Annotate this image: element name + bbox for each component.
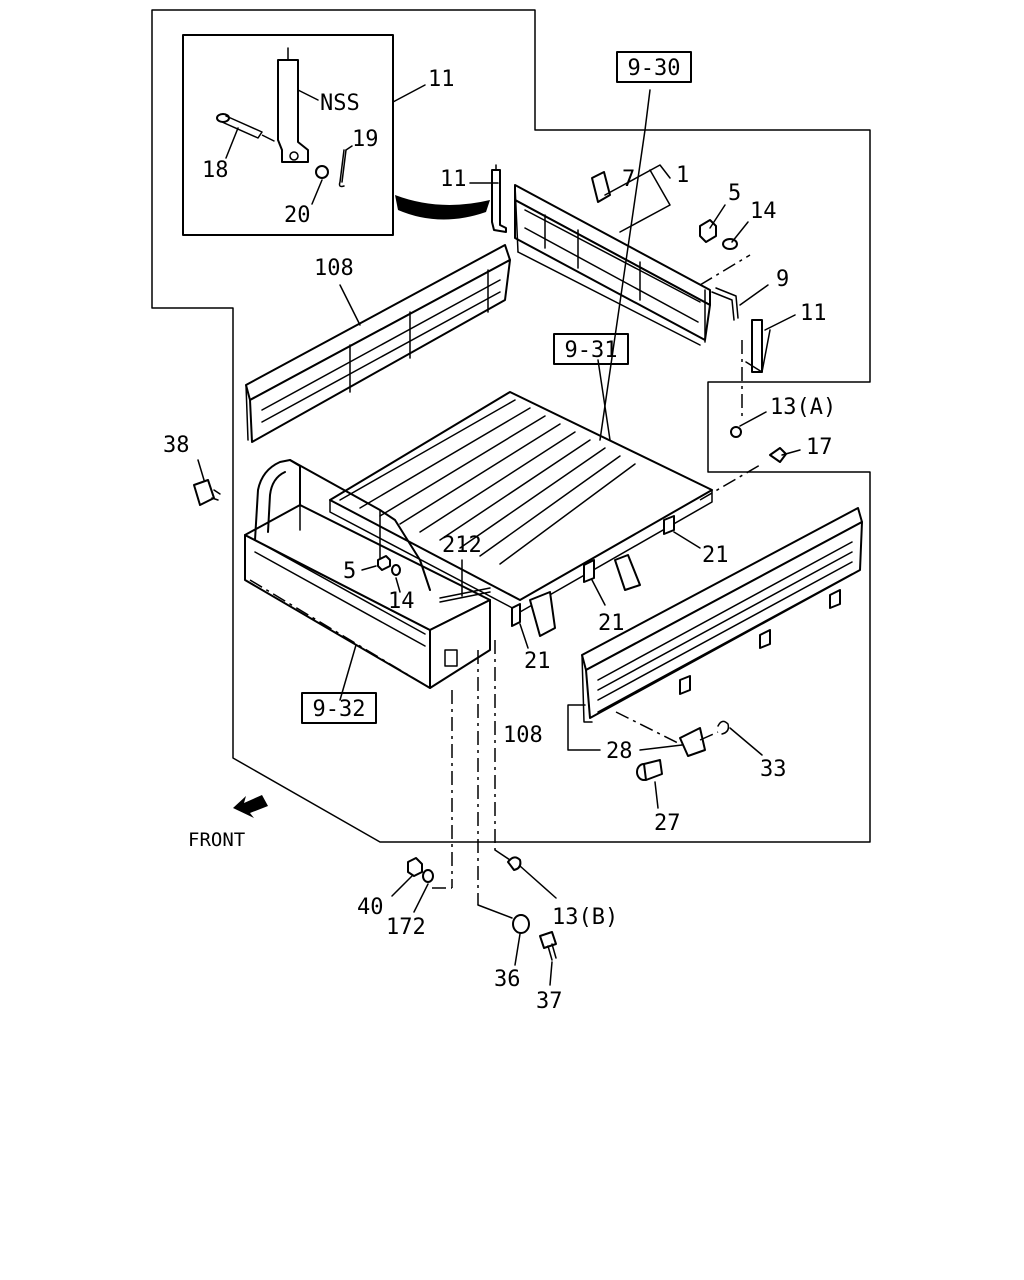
label-5-mid: 5 [343,559,356,584]
label-38: 38 [163,433,190,458]
washer-172 [422,869,434,883]
side-gate-108-right [581,507,863,723]
chassis-support-front [529,591,556,637]
bracket-11-right [745,319,771,373]
ref-label-9-31: 9-31 [565,338,618,363]
label-20: 20 [284,203,311,228]
ref-label-9-30: 9-30 [628,56,681,81]
ref-box-9-30[interactable]: 9-30 [616,51,692,83]
clip-33 [717,720,730,735]
label-27: 27 [654,811,681,836]
label-14-mid: 14 [388,589,415,614]
label-33: 33 [760,757,787,782]
label-13a: 13(A) [770,395,836,420]
inset-bolt-18 [216,113,281,159]
label-108-left: 108 [314,256,354,281]
detail-pointer-arrow [395,195,490,220]
link-9 [711,287,739,321]
rod-212 [439,587,491,603]
label-19: 19 [352,127,379,152]
stake-21-a [663,515,675,535]
label-18: 18 [202,158,229,183]
label-108-right: 108 [503,723,543,748]
label-11-inset: 11 [428,67,455,92]
label-212: 212 [442,533,482,558]
label-1: 1 [676,163,689,188]
nut-40 [407,857,423,877]
front-arrow-icon [233,795,268,818]
tail-gate [514,184,711,346]
bushing-36 [512,914,530,934]
tailgate-hook-7 [591,171,611,203]
inset-washer-20 [315,165,329,179]
nut-5-mid [377,555,391,571]
label-13b: 13(B) [552,905,618,930]
pin-27 [636,759,663,781]
leader-lines [197,89,801,986]
inset-detail-box [182,34,394,236]
label-21-c: 21 [524,649,551,674]
label-5-top: 5 [728,181,741,206]
label-21-b: 21 [598,611,625,636]
label-11-top: 11 [440,167,467,192]
inset-bracket-nss [277,47,319,163]
rubber-13a [730,426,742,438]
label-17: 17 [806,435,833,460]
label-9: 9 [776,267,789,292]
washer-14-top [722,238,738,250]
label-172: 172 [386,915,426,940]
label-14-top: 14 [750,199,777,224]
label-11-right: 11 [800,301,827,326]
label-nss: NSS [320,91,360,116]
switch-38 [193,479,221,506]
side-gate-108-left [245,244,511,443]
label-36: 36 [494,967,521,992]
hinge-28 [679,727,706,757]
ref-box-9-32[interactable]: 9-32 [301,692,377,724]
label-40: 40 [357,895,384,920]
ref-label-9-32: 9-32 [313,697,366,722]
label-28: 28 [606,739,633,764]
ref-box-9-31[interactable]: 9-31 [553,333,629,365]
front-body-frame [244,459,491,689]
rubber-13b [507,856,522,871]
chassis-support-rear [614,554,641,591]
bolt-37 [539,931,557,961]
label-37: 37 [536,989,563,1014]
group-boundary-outline [151,9,871,843]
washer-14-mid [391,564,401,576]
label-7: 7 [622,167,635,192]
label-21-a: 21 [702,543,729,568]
inset-pin-19 [338,149,347,188]
stake-21-c [511,603,521,627]
bracket-11-top [491,164,507,233]
label-front: FRONT [188,829,245,851]
stake-21-b [583,559,595,583]
deck-platform [329,391,713,613]
